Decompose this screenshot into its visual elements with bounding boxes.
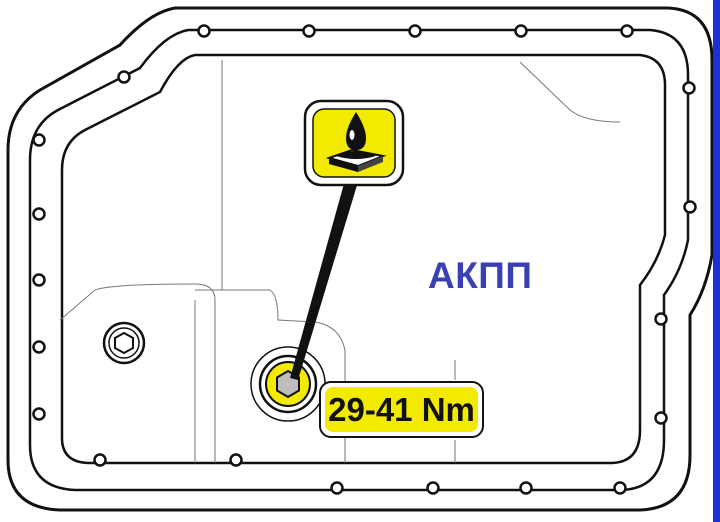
bolt-hole — [683, 200, 697, 214]
accent-bar — [713, 0, 720, 522]
bolt-hole — [519, 481, 533, 495]
transmission-label: АКПП — [428, 255, 533, 296]
bolt-hole — [117, 70, 131, 84]
hex-bolt-icon — [250, 346, 326, 422]
leader-line — [290, 180, 358, 380]
bolt-hole — [613, 481, 627, 495]
bolt-hole — [197, 24, 211, 38]
bolt-hole — [426, 481, 440, 495]
oil-drop-icon — [303, 99, 405, 187]
bolt-hole — [32, 273, 46, 287]
bolt-hole — [302, 24, 316, 38]
bolt-hole — [32, 207, 46, 221]
torque-spec-badge: 29-41 Nm — [319, 381, 484, 438]
pan-bolt-holes — [32, 24, 697, 495]
bolt-hole — [654, 312, 668, 326]
bolt-hole — [330, 481, 344, 495]
bolt-hole — [514, 24, 528, 38]
bolt-hole — [682, 81, 696, 95]
torque-spec-text: 29-41 Nm — [328, 390, 475, 428]
hex-bolt-icon — [102, 321, 146, 365]
bolt-hole — [229, 453, 243, 467]
bolt-hole — [32, 133, 46, 147]
bolt-hole — [93, 453, 107, 467]
bolt-hole — [620, 24, 634, 38]
bolt-hole — [32, 340, 46, 354]
bolt-hole — [408, 24, 422, 38]
pan-body-outline — [60, 53, 667, 465]
pan-outer-outline — [6, 6, 714, 512]
pan-detail-lines — [59, 60, 621, 463]
bolt-hole — [32, 407, 46, 421]
bolt-hole — [654, 411, 668, 425]
torque-spec-highlight: 29-41 Nm — [325, 387, 478, 432]
